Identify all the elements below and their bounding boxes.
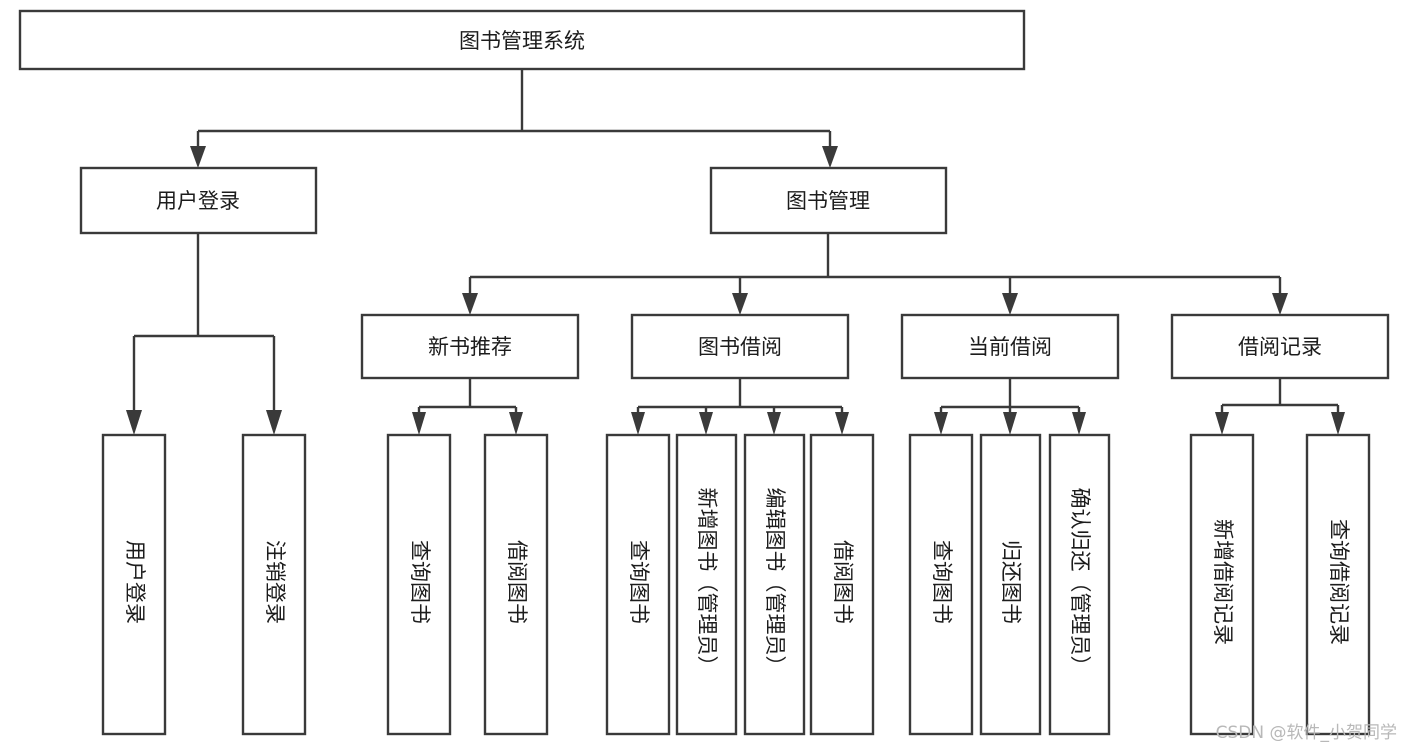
arrow-icon [412,412,426,435]
node-borrow-record-label: 借阅记录 [1238,335,1322,359]
node-book-manage[interactable]: 图书管理 [709,166,948,235]
leaf-borrow-book-1-box[interactable] [483,433,549,736]
leaf-query-book-1[interactable]: 查询图书 [386,433,452,736]
arrow-icon [822,146,838,168]
leaf-query-book-3[interactable]: 查询图书 [908,433,974,736]
connector-bookmanage-to-level3 [462,233,1288,315]
leaf-confirm-return-box[interactable] [1048,433,1111,736]
csdn-watermark: CSDN @软件_小贺同学 [1215,723,1397,743]
leaf-add-book-label: 新增图书（管理员） [695,488,719,677]
connector-bookborrow-to-leaves [631,378,849,435]
arrow-icon [266,410,282,435]
node-book-borrow-label: 图书借阅 [698,335,782,359]
leaf-confirm-return[interactable]: 确认归还（管理员） [1048,433,1111,736]
node-user-login[interactable]: 用户登录 [79,166,318,235]
arrow-icon [462,293,478,315]
leaf-user-login[interactable]: 用户登录 [101,433,167,736]
connector-borrowrecord-to-leaves [1215,378,1345,435]
leaf-logout-login-box[interactable] [241,433,307,736]
leaf-add-record-box[interactable] [1189,433,1255,736]
node-current-borrow[interactable]: 当前借阅 [900,313,1120,380]
leaf-edit-book[interactable]: 编辑图书（管理员） [743,433,806,736]
node-root-label: 图书管理系统 [459,29,585,53]
leaf-user-login-label: 用户登录 [123,540,147,624]
arrow-icon [190,146,206,168]
arrow-icon [767,412,781,435]
arrow-icon [1002,293,1018,315]
node-user-login-box[interactable] [79,166,318,235]
leaf-borrow-book-2[interactable]: 借阅图书 [809,433,875,736]
node-user-login-label: 用户登录 [156,189,240,213]
leaf-return-book[interactable]: 归还图书 [979,433,1042,736]
connector-root-to-level2 [190,69,838,168]
leaf-query-book-3-label: 查询图书 [930,540,954,624]
leaf-query-book-2-label: 查询图书 [627,540,651,624]
arrow-icon [1072,412,1086,435]
leaf-logout-login-label: 注销登录 [263,540,287,624]
node-current-borrow-label: 当前借阅 [968,335,1052,359]
node-book-borrow[interactable]: 图书借阅 [630,313,850,380]
leaf-query-book-1-box[interactable] [386,433,452,736]
arrow-icon [1272,293,1288,315]
leaf-borrow-book-1[interactable]: 借阅图书 [483,433,549,736]
leaf-borrow-book-1-label: 借阅图书 [505,540,529,624]
leaf-edit-book-label: 编辑图书（管理员） [763,488,787,677]
arrow-icon [509,412,523,435]
leaf-add-record-label: 新增借阅记录 [1211,519,1235,645]
connector-userlogin-to-leaves [126,233,282,435]
node-new-book-rec-label: 新书推荐 [428,335,512,359]
arrow-icon [631,412,645,435]
connector-currentborrow-to-leaves [934,378,1086,435]
leaf-borrow-book-2-box[interactable] [809,433,875,736]
leaf-query-book-2-box[interactable] [605,433,671,736]
node-new-book-rec[interactable]: 新书推荐 [360,313,580,380]
node-current-borrow-box[interactable] [900,313,1120,380]
leaf-user-login-box[interactable] [101,433,167,736]
leaf-edit-book-box[interactable] [743,433,806,736]
arrow-icon [934,412,948,435]
leaf-query-book-2[interactable]: 查询图书 [605,433,671,736]
leaf-add-book-box[interactable] [675,433,738,736]
leaf-return-book-box[interactable] [979,433,1042,736]
leaf-query-book-3-box[interactable] [908,433,974,736]
leaf-query-record-label: 查询借阅记录 [1327,519,1351,645]
node-book-manage-label: 图书管理 [786,189,870,213]
node-borrow-record-box[interactable] [1170,313,1390,380]
arrow-icon [1331,412,1345,435]
node-book-borrow-box[interactable] [630,313,850,380]
arrow-icon [126,410,142,435]
leaf-logout-login[interactable]: 注销登录 [241,433,307,736]
leaf-add-record[interactable]: 新增借阅记录 [1189,433,1255,736]
node-root-box[interactable] [18,9,1026,71]
arrow-icon [1003,412,1017,435]
node-new-book-rec-box[interactable] [360,313,580,380]
arrow-icon [699,412,713,435]
arrow-icon [1215,412,1229,435]
arrow-icon [835,412,849,435]
arrow-icon [732,293,748,315]
leaf-confirm-return-label: 确认归还（管理员） [1068,488,1092,677]
leaf-borrow-book-2-label: 借阅图书 [831,540,855,624]
leaf-query-record[interactable]: 查询借阅记录 [1305,433,1371,736]
node-root[interactable]: 图书管理系统 [18,9,1026,71]
node-book-manage-box[interactable] [709,166,948,235]
connector-newbookrec-to-leaves [412,378,523,435]
leaf-add-book[interactable]: 新增图书（管理员） [675,433,738,736]
leaf-return-book-label: 归还图书 [999,540,1023,624]
node-borrow-record[interactable]: 借阅记录 [1170,313,1390,380]
leaf-query-book-1-label: 查询图书 [408,540,432,624]
leaf-query-record-box[interactable] [1305,433,1371,736]
